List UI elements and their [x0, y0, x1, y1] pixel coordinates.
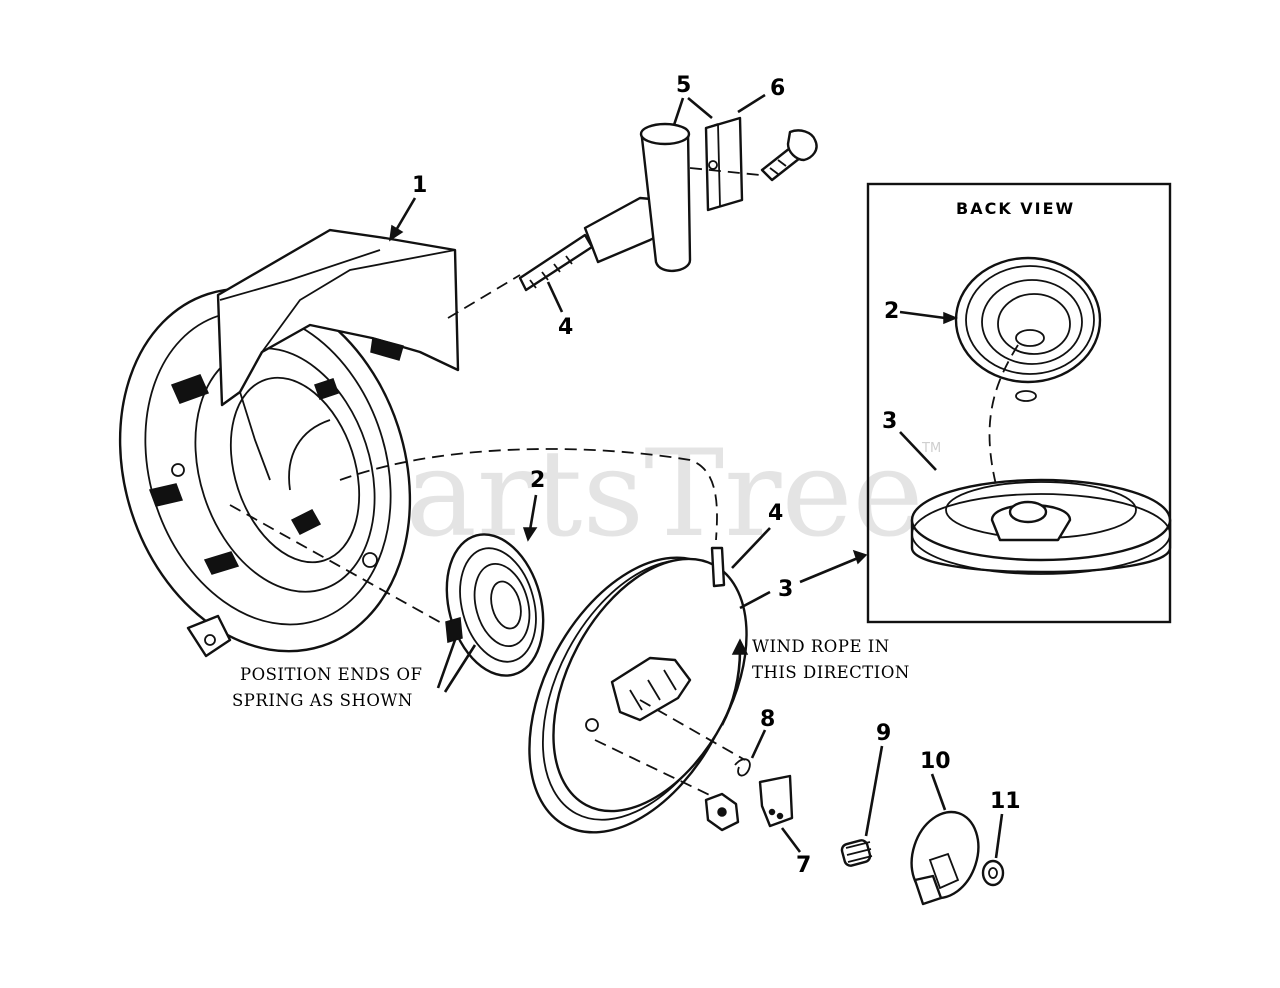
callout-9-leader — [864, 745, 884, 837]
callout-4-upper: 4 — [558, 315, 573, 340]
callout-3-main: 3 — [778, 577, 793, 602]
callout-5: 5 — [676, 73, 691, 98]
starter-housing[interactable] — [75, 228, 460, 689]
watermark-trademark: TM — [921, 441, 941, 456]
callout-2: 2 — [530, 468, 545, 493]
callout-3-back-leader — [899, 431, 937, 471]
callout-6: 6 — [770, 76, 785, 101]
wind-direction-arrowhead — [731, 638, 749, 655]
friction-plate[interactable] — [758, 774, 794, 828]
callout-7: 7 — [796, 853, 811, 878]
callout-2-leader — [528, 494, 538, 531]
callout-6-leader — [737, 93, 766, 114]
pulley-path-line — [339, 448, 718, 541]
rope-knot — [760, 129, 818, 182]
spring-path-line — [229, 504, 446, 626]
pawl-path-line — [639, 699, 746, 761]
rope-path-line — [447, 274, 521, 319]
pawl-spring[interactable] — [734, 758, 751, 777]
callout-4-upper-leader — [546, 281, 564, 313]
callout-2-arrowhead — [522, 527, 538, 542]
callout-3-main-leader — [739, 590, 771, 610]
callout-11-leader — [994, 813, 1004, 859]
callout-5-leaders — [672, 97, 713, 126]
callout-2-back: 2 — [884, 299, 899, 324]
callout-11: 11 — [990, 789, 1021, 814]
wind-direction-arrow — [720, 649, 742, 726]
callout-10-leader — [930, 773, 947, 811]
callout-9: 9 — [876, 721, 891, 746]
note-rope-line2: THIS DIRECTION — [752, 663, 910, 682]
retainer-washer[interactable] — [901, 803, 989, 906]
callout-1-leader — [393, 197, 417, 233]
callout-1-arrowhead — [389, 224, 404, 242]
note-spring-line1: POSITION ENDS OF — [240, 665, 422, 684]
callout-3-back: 3 — [882, 409, 897, 434]
brake-spring[interactable] — [840, 839, 873, 867]
watermark: PartsTree — [330, 425, 924, 564]
callout-10: 10 — [920, 749, 951, 774]
recoil-spring[interactable] — [432, 524, 558, 687]
callout-2-back-leader — [899, 310, 946, 320]
handle-insert[interactable] — [704, 116, 744, 212]
retaining-clip[interactable] — [981, 859, 1005, 887]
back-view-spring[interactable] — [954, 256, 1102, 402]
starter-handle[interactable] — [583, 122, 692, 272]
callout-2-back-arrowhead — [943, 311, 958, 325]
callout-8: 8 — [760, 707, 775, 732]
back-view-pulley[interactable] — [910, 478, 1172, 575]
callout-4-lower-leader — [731, 527, 771, 569]
back-view-box — [866, 182, 1172, 624]
callout-7-leader — [780, 827, 802, 853]
note-spring-leaders — [436, 639, 477, 693]
rope-pulley[interactable] — [486, 522, 786, 868]
small-parts-path-line — [594, 739, 721, 801]
back-view-path-line — [988, 344, 1019, 501]
callout-1: 1 — [412, 173, 427, 198]
back-view-pointer — [799, 556, 859, 584]
back-view-pointer-head — [852, 549, 868, 565]
back-view-title: BACK VIEW — [956, 199, 1075, 218]
callout-8-leader — [750, 729, 767, 759]
insert-path-line — [689, 167, 761, 176]
callout-4-lower: 4 — [768, 501, 783, 526]
starter-rope-upper[interactable] — [518, 233, 594, 292]
retainer-screw[interactable] — [704, 792, 740, 832]
note-spring-line2: SPRING AS SHOWN — [232, 691, 413, 710]
note-rope-line1: WIND ROPE IN — [752, 637, 890, 656]
